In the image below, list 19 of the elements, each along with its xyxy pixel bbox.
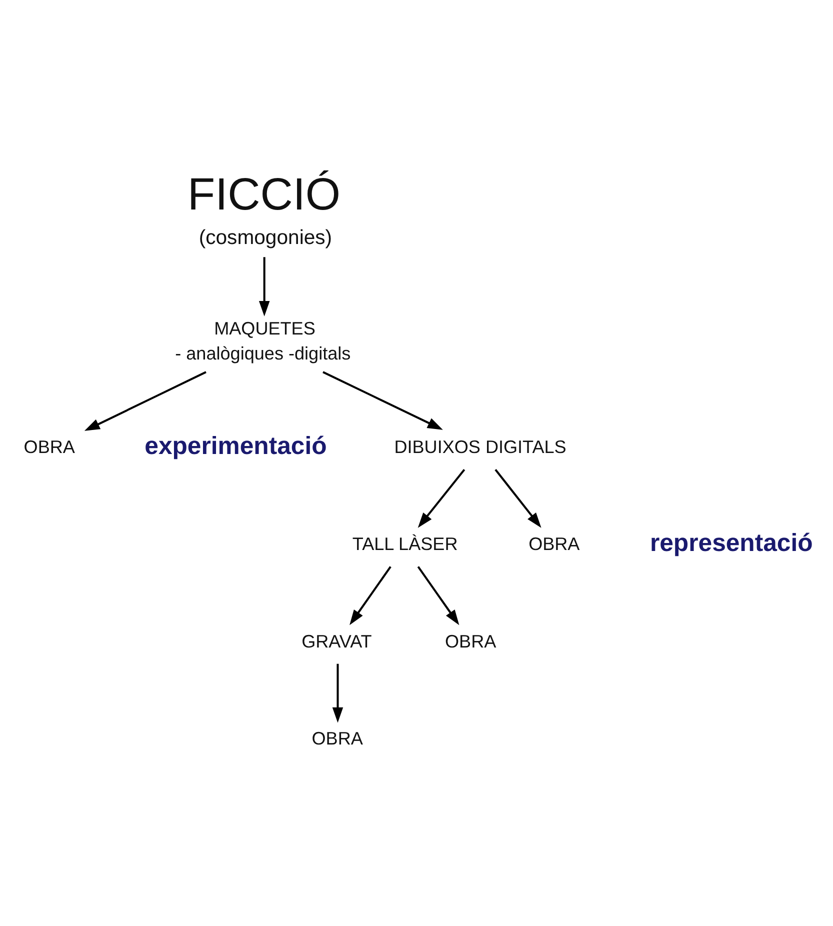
node-text: TALL LÀSER <box>352 534 458 554</box>
arrow <box>322 370 443 430</box>
arrow <box>494 468 542 528</box>
node-text: OBRA <box>528 534 580 554</box>
node-text: OBRA <box>312 728 363 748</box>
label: experimentació <box>144 432 327 460</box>
node-text: FICCIÓ (cosmogonies) <box>188 168 341 248</box>
node-text: MAQUETES - analògiques -digitals <box>175 318 351 363</box>
arrow <box>418 468 466 528</box>
node-text: OBRA <box>445 630 496 651</box>
arrow <box>350 566 392 625</box>
node-text: DIBUIXOS DIGITALS <box>394 436 566 457</box>
arrow <box>258 256 270 316</box>
label: representació <box>650 530 813 557</box>
arrow <box>417 566 460 625</box>
arrow <box>332 663 344 722</box>
node-text: GRAVAT <box>302 630 372 651</box>
node-text: OBRA <box>24 436 75 457</box>
arrow <box>84 370 206 430</box>
